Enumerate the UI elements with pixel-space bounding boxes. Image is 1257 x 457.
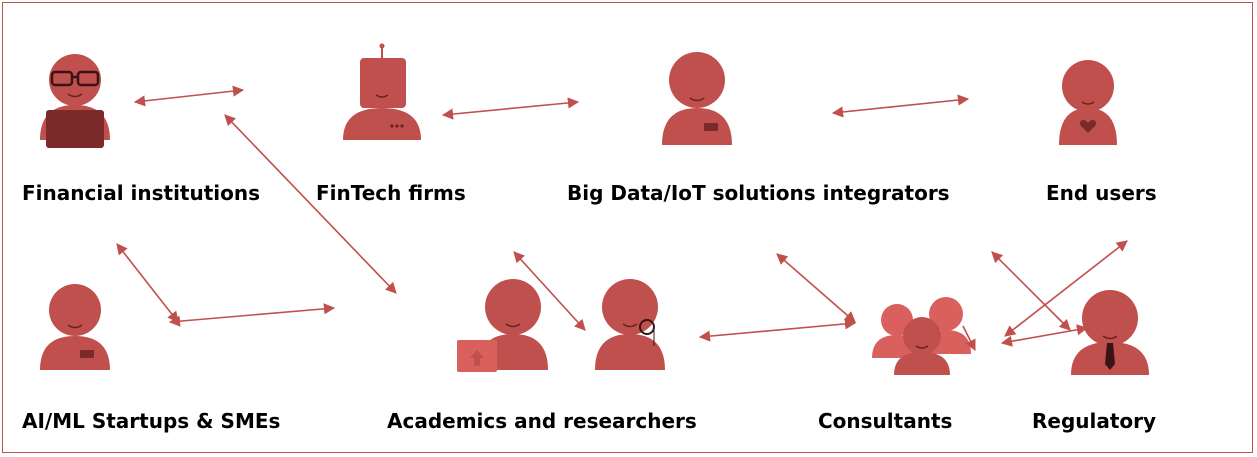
person-with-heart-icon <box>1059 60 1117 145</box>
label-regulatory: Regulatory <box>1032 409 1157 433</box>
arrow-bigdata-regulatory <box>991 251 1071 331</box>
arrow-consultants-stub <box>962 325 976 352</box>
label-financial-institutions: Financial institutions <box>22 181 261 205</box>
arrow-consultants-regulatory <box>1000 324 1089 347</box>
label-big-data-iot: Big Data/IoT solutions integrators <box>567 181 950 205</box>
arrow-financial-aiml <box>116 243 179 323</box>
arrow-financial-academics <box>224 114 397 294</box>
arrow-financial-fintech <box>133 85 245 107</box>
person-with-tie-icon <box>1071 290 1149 375</box>
relation-arrows <box>116 85 1128 352</box>
person-with-badge-icon <box>40 284 110 370</box>
researchers-group-icon <box>457 279 665 372</box>
person-with-badge-icon <box>662 52 732 145</box>
arrow-bigdata-endusers <box>831 94 970 118</box>
label-academics: Academics and researchers <box>387 409 697 433</box>
arrow-academics-internal <box>513 251 586 331</box>
robot-icon <box>343 43 421 140</box>
people-group-icon <box>872 297 971 375</box>
label-aiml-startups: AI/ML Startups & SMEs <box>22 409 281 433</box>
arrow-academics-consultants <box>698 318 857 342</box>
arrow-aiml-academics <box>168 303 336 327</box>
person-with-glasses-and-laptop-icon <box>40 54 110 148</box>
arrow-fintech-bigdata <box>441 97 580 120</box>
arrow-bigdata-consultants <box>776 253 856 323</box>
label-fintech-firms: FinTech firms <box>316 181 466 205</box>
label-consultants: Consultants <box>818 409 953 433</box>
label-end-users: End users <box>1046 181 1157 205</box>
